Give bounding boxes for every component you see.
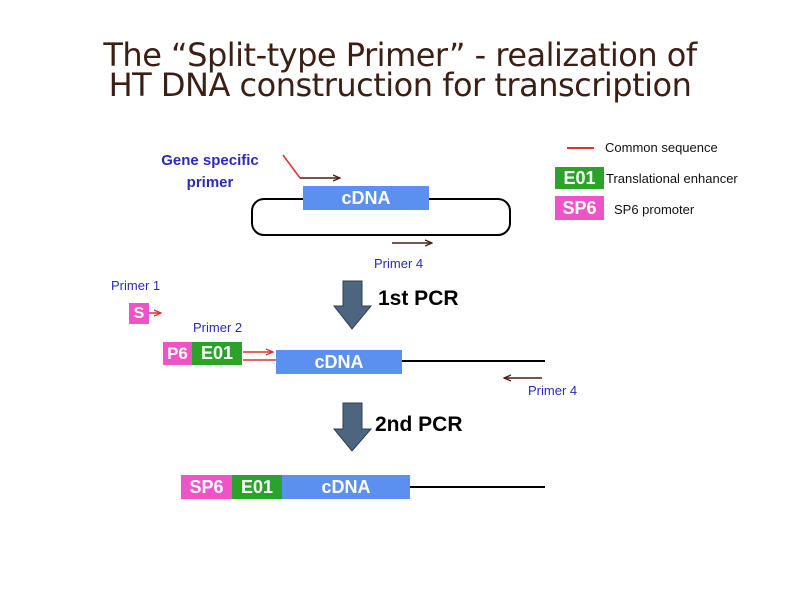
- pcr1-down-arrow: [332, 280, 373, 330]
- legend-common-sequence-label: Common sequence: [605, 140, 718, 155]
- pcr2-down-arrow: [332, 402, 373, 452]
- top-primer4-label: Primer 4: [374, 256, 424, 271]
- pcr2-e01-box: E01: [232, 475, 282, 499]
- pcr2-label: 2nd PCR: [375, 413, 463, 436]
- legend-promoter-label: SP6 promoter: [614, 202, 695, 217]
- legend-sp6-box: SP6: [555, 196, 604, 220]
- legend-enhancer-label: Translational enhancer: [606, 171, 738, 186]
- pcr1-primer4-label: Primer 4: [528, 383, 578, 398]
- pcr2-sp6-box: SP6: [181, 475, 232, 499]
- pcr2-cdna-box: cDNA: [282, 475, 410, 499]
- top-cdna-box: cDNA: [303, 186, 429, 210]
- legend-e01-box: E01: [555, 167, 604, 189]
- primer1-s-box: S: [129, 303, 149, 324]
- title-line-1: The “Split-type Primer” - realization of: [103, 36, 697, 74]
- primer2-e01-box: E01: [192, 342, 242, 365]
- title-line-2: HT DNA construction for transcription: [108, 66, 692, 104]
- pcr1-cdna-box: cDNA: [276, 350, 402, 374]
- primer2-p6-box: P6: [163, 342, 192, 365]
- pcr1-label: 1st PCR: [378, 287, 459, 310]
- primer2-label: Primer 2: [193, 320, 243, 335]
- gene-primer-tail: [282, 154, 301, 179]
- gene-specific-primer-label: Gene specific primer: [161, 152, 259, 191]
- slide-title: The “Split-type Primer” - realization of…: [0, 36, 800, 104]
- primer1-label: Primer 1: [111, 278, 161, 293]
